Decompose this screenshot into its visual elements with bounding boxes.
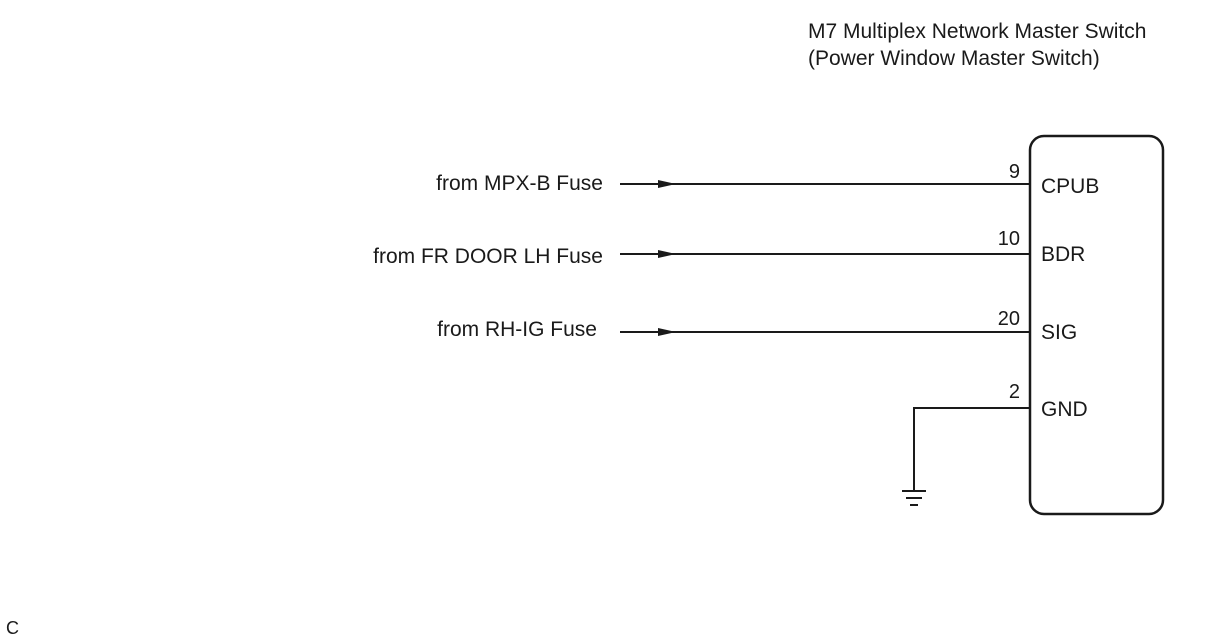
connection-gnd: 2 GND [902,381,1088,506]
source-label: from RH-IG Fuse [437,318,597,341]
arrow-right-icon [658,328,676,336]
connection-cpub: from MPX-B Fuse 9 CPUB [436,161,1099,198]
pin-number: 10 [998,228,1020,250]
arrow-right-icon [658,250,676,258]
arrow-right-icon [658,180,676,188]
ground-wire [913,407,1030,491]
pin-number: 2 [1009,381,1020,403]
component-box [1028,134,1165,516]
terminal-name: CPUB [1041,175,1099,198]
terminal-name: BDR [1041,243,1085,266]
component-title-line2: (Power Window Master Switch) [808,47,1100,70]
terminal-name: GND [1041,398,1088,421]
source-label: from FR DOOR LH Fuse [373,245,603,268]
corner-mark: C [6,618,19,638]
pin-number: 9 [1009,161,1020,183]
pin-number: 20 [998,308,1020,330]
source-label: from MPX-B Fuse [436,172,603,195]
connection-bdr: from FR DOOR LH Fuse 10 BDR [373,228,1085,268]
connection-sig: from RH-IG Fuse 20 SIG [437,308,1077,344]
component-title-line1: M7 Multiplex Network Master Switch [808,20,1146,43]
terminal-name: SIG [1041,321,1077,344]
ground-icon [902,490,926,506]
